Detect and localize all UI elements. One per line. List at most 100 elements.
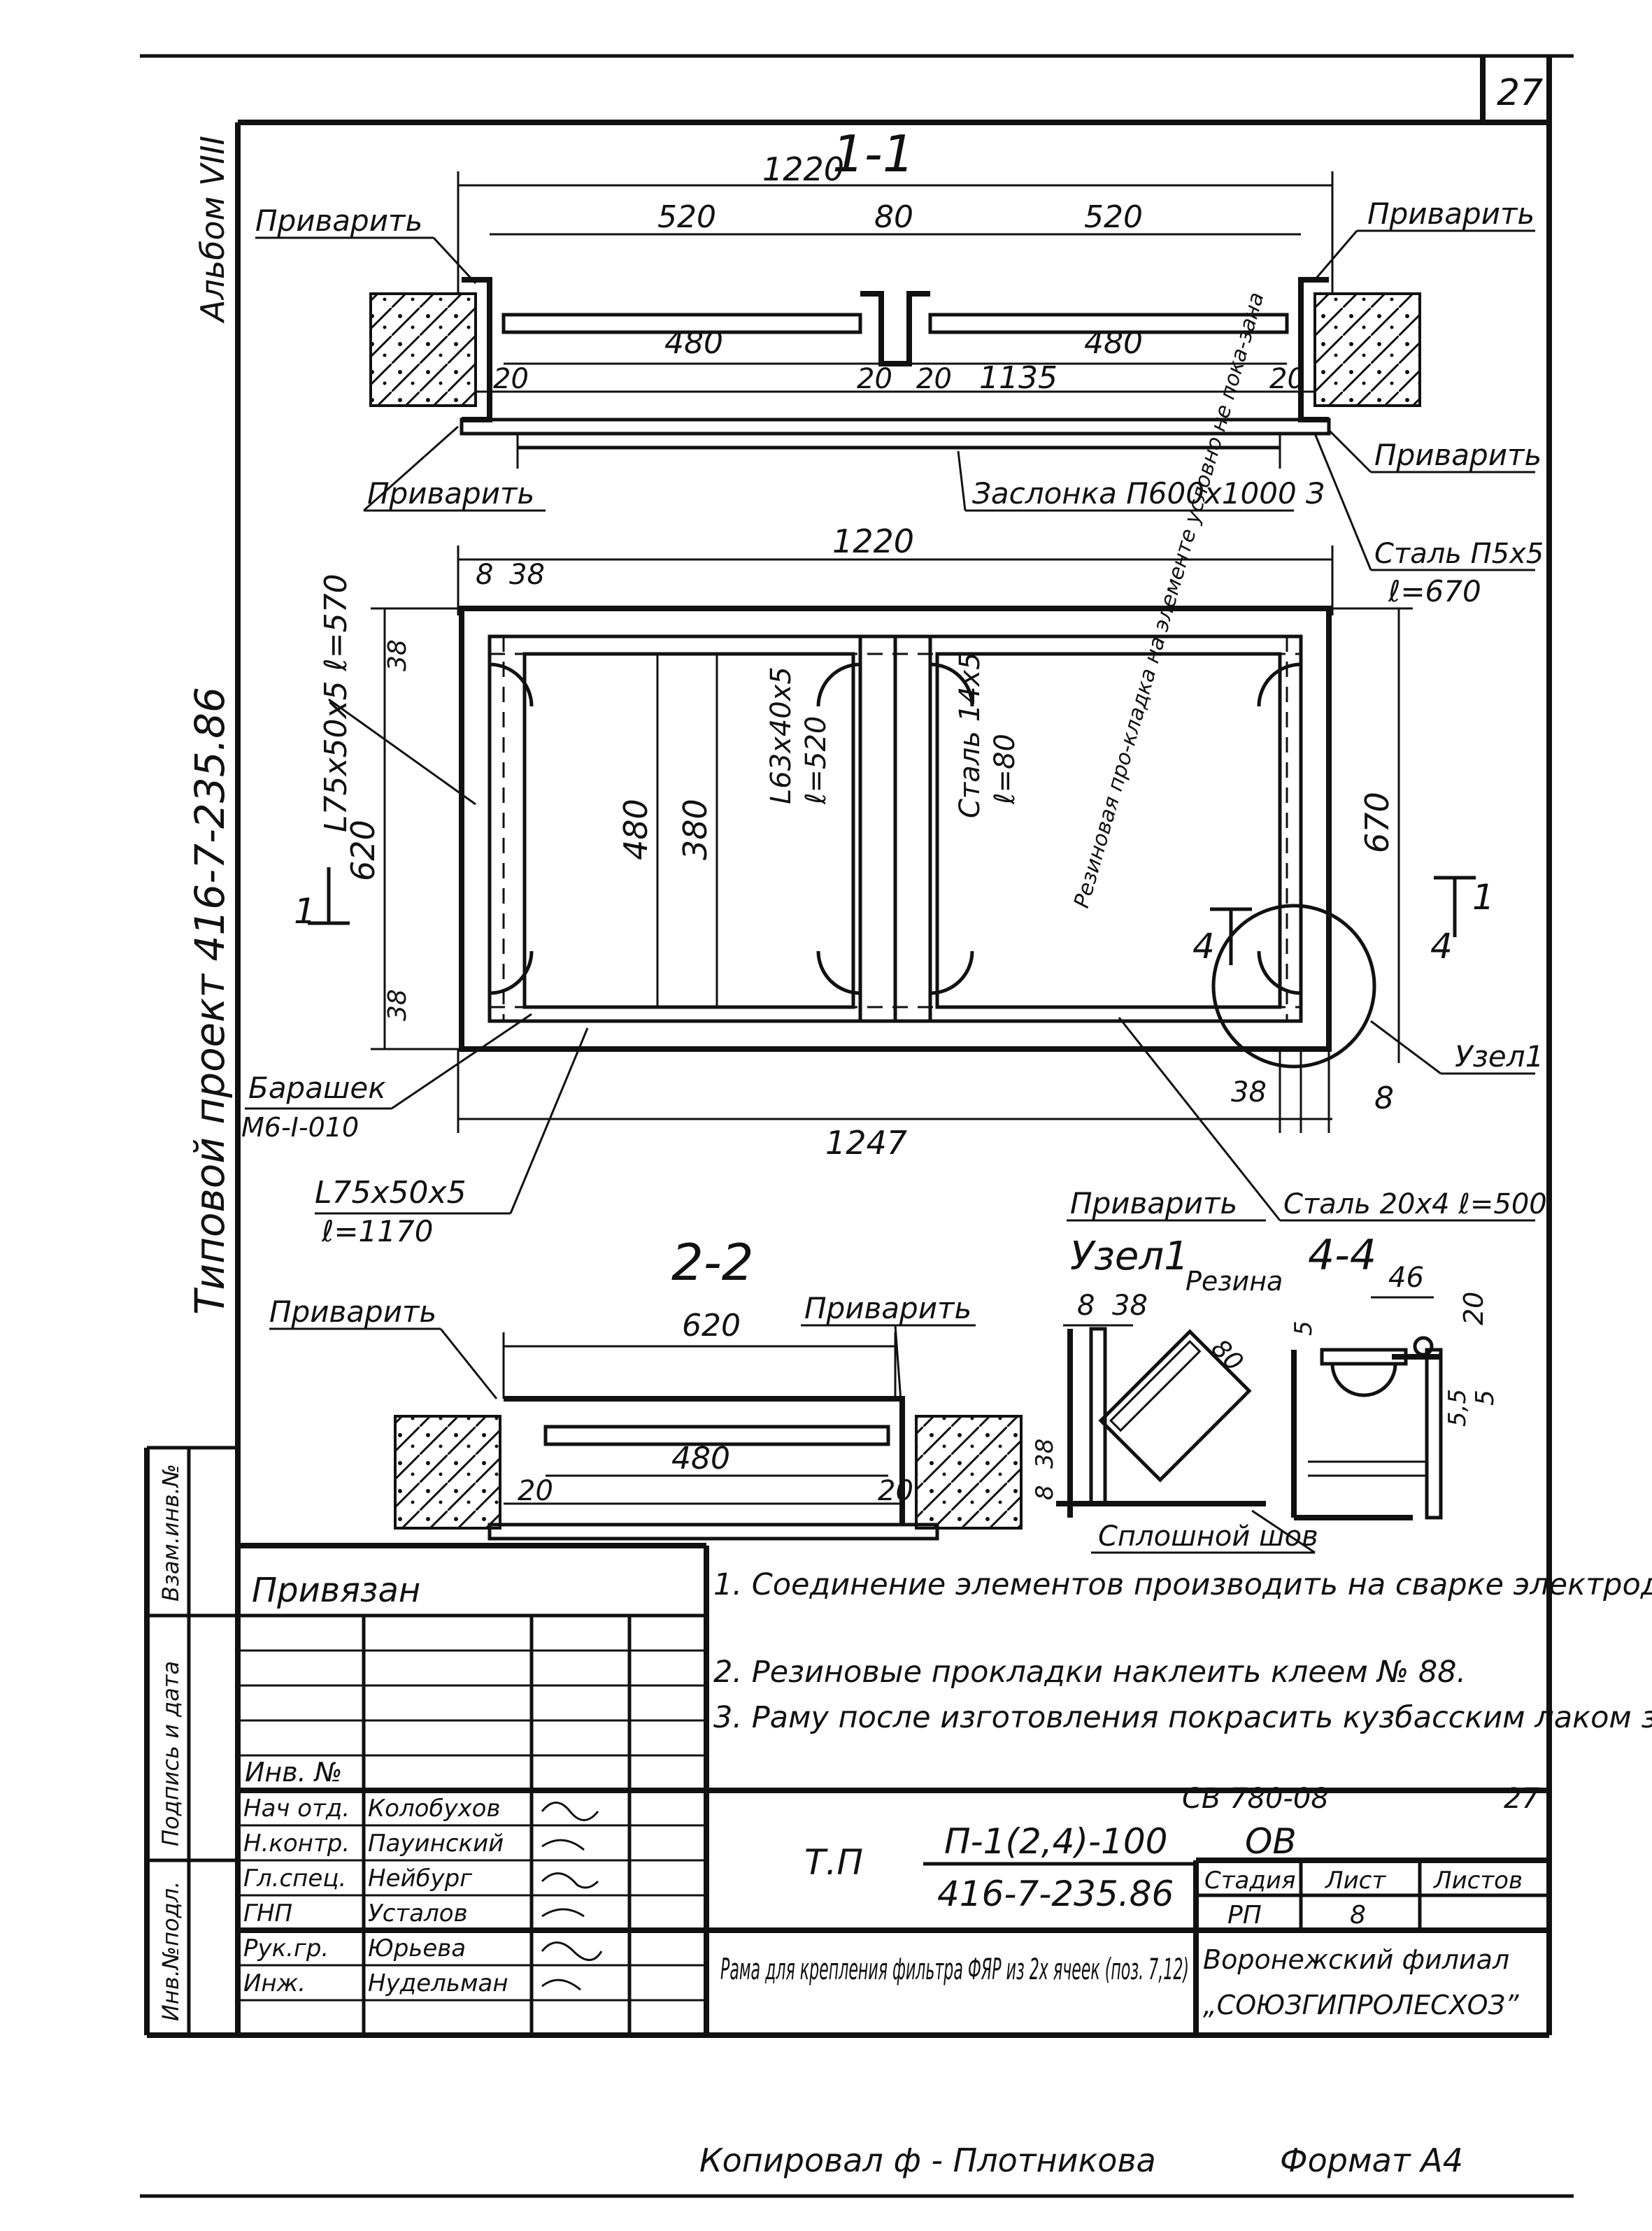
dim-480-right: 480 [1084, 325, 1143, 361]
steel-strip-label: Сталь 14х5 [954, 652, 986, 818]
wingnut-label: Барашек [248, 1071, 386, 1105]
designation-prefix: Т.П [804, 1842, 863, 1883]
svg-text:Резиновая про-кладка на элемен: Резиновая про-кладка на элементе условно… [1069, 290, 1269, 911]
cut-4-b: 4 [1430, 926, 1453, 967]
dim-20-2-2-a: 20 [518, 1475, 553, 1507]
footer-copied: Копировал ф - Плотникова [699, 2141, 1156, 2179]
org-line-2: „СОЮЗГИПРОЛЕСХОЗ” [1203, 1990, 1519, 2020]
node-1-dim-38: 38 [1112, 1290, 1148, 1322]
designation-suffix: ОВ [1245, 1821, 1297, 1862]
role-5: Рук.гр. [243, 1934, 329, 1962]
role-6: Инж. [243, 1969, 306, 1997]
svg-text:Рама для крепления фильтра ФЯР: Рама для крепления фильтра ФЯР из 2х яче… [720, 1952, 1189, 1986]
sheet-value: 8 [1350, 1901, 1366, 1930]
name-4: Усталов [368, 1899, 468, 1927]
footer-format: Формат А4 [1280, 2141, 1463, 2179]
stage-header: Стадия [1204, 1867, 1295, 1895]
name-1: Колобухов [368, 1795, 501, 1823]
sheet-frame [140, 54, 1574, 2198]
dim-20-d: 20 [1269, 363, 1305, 395]
weld-callout-plan: Приварить [1070, 1186, 1237, 1220]
weld-2-2-left: Приварить [269, 1295, 436, 1329]
cut-1-right: 1 [1472, 877, 1495, 918]
dim-80: 80 [874, 199, 913, 235]
name-5: Юрьева [368, 1934, 466, 1962]
dim-20-2-2-b: 20 [878, 1475, 913, 1507]
drawing-title: Рама для крепления фильтра ФЯР из 2х яче… [720, 1952, 1189, 1986]
dim-8-bottom: 8 [1374, 1081, 1394, 1116]
side-strip-sign: Подпись и дата [157, 1661, 184, 1846]
dim-520-left: 520 [657, 199, 716, 235]
bound-label: Привязан [252, 1571, 420, 1610]
weld-callout-tl: Приварить [255, 204, 422, 238]
node-1-circle [1211, 904, 1376, 1069]
dim-520-right: 520 [1084, 199, 1143, 235]
dim-8-plan: 8 [476, 559, 493, 591]
section-2-2: 2-2 Приварить Приварить 620 480 20 20 [269, 1233, 1023, 1541]
role-4: ГНП [243, 1899, 292, 1927]
note-3: 3. Раму после изготовления покрасить куз… [713, 1700, 1652, 1735]
node-1-dim-38-vert: 38 [1031, 1439, 1059, 1469]
dim-480-2-2: 480 [671, 1441, 730, 1476]
note-1: 1. Соединение элементов производить на с… [713, 1567, 1652, 1602]
section-4-4: 4-4 46 20 5 5 5,5 [1290, 1231, 1500, 1520]
dim-1135: 1135 [979, 360, 1058, 396]
section-1-1-title: 1-1 [832, 124, 915, 183]
name-2: Пауинский [368, 1830, 504, 1858]
node-1-label-plan: Узел1 [1455, 1039, 1544, 1074]
project-label: Типовой проект 416-7-235.86 [186, 687, 234, 1315]
sheet-header: Лист [1324, 1867, 1386, 1895]
weld-2-2-right: Приварить [804, 1291, 971, 1325]
dim-620-plan: 620 [344, 820, 382, 881]
wall-left-1-1 [369, 292, 477, 407]
section-4-4-title: 4-4 [1308, 1231, 1376, 1280]
weld-callout-tr: Приварить [1367, 197, 1534, 231]
wingnut-code: М6-I-010 [241, 1112, 359, 1143]
dim-20-4-4: 20 [1458, 1292, 1489, 1325]
dim-380-plan: 380 [676, 799, 714, 860]
org-line-1: Воронежский филиал [1203, 1944, 1509, 1975]
stamp-code: СВ 780-08 [1182, 1783, 1329, 1815]
stamp-sheet: 27 [1504, 1783, 1539, 1815]
dim-38-vert-top: 38 [383, 639, 412, 671]
angle-l75-label: L75х50х5 ℓ=570 [318, 573, 354, 832]
wall-right-1-1 [1313, 292, 1421, 407]
steel-strip-len: ℓ=80 [989, 734, 1021, 805]
side-strip-inv: Инв.№подл. [157, 1881, 184, 2021]
steel-20x4-label: Сталь 20х4 ℓ=500 [1283, 1188, 1547, 1220]
wall-left-2-2 [394, 1415, 501, 1530]
notes-block: 1. Соединение элементов производить на с… [713, 1567, 1652, 1815]
title-block: Привязан Инв. № Нач отд. Н.контр. Гл.спе… [238, 1543, 1549, 2035]
node-1-detail: Узел1 8 38 Резина 80 38 8 Сплошной шов [1031, 1234, 1318, 1554]
cut-1-left: 1 [294, 891, 316, 932]
bottom-angle-len: ℓ=1170 [321, 1214, 433, 1248]
side-strip: Инв.№подл. Подпись и дата Взам.инв.№ [144, 1446, 238, 2035]
dim-5-4-4-b: 5 [1471, 1390, 1500, 1406]
dim-38-plan: 38 [509, 559, 545, 591]
cut-4-a: 4 [1192, 926, 1215, 967]
role-3: Гл.спец. [243, 1865, 346, 1893]
dim-38-vert-bot: 38 [383, 989, 412, 1021]
name-6: Нудельман [368, 1969, 508, 1997]
node-1-rubber: Резина [1185, 1266, 1283, 1297]
dim-46: 46 [1388, 1262, 1424, 1294]
node-1-weld: Сплошной шов [1098, 1520, 1318, 1553]
dim-20-b: 20 [857, 363, 892, 395]
damper-label: Заслонка П600х1000 З [972, 476, 1325, 511]
steel-label-tr: Сталь П5х5 [1374, 538, 1544, 570]
dim-1220-plan: 1220 [832, 522, 914, 560]
dim-480-left: 480 [664, 325, 723, 361]
node-1-dim-8: 8 [1077, 1290, 1095, 1322]
node-1-dim-8-vert: 8 [1031, 1485, 1059, 1500]
signatures [541, 1802, 603, 1991]
section-2-2-title: 2-2 [671, 1233, 754, 1292]
dim-670-plan: 670 [1358, 792, 1396, 853]
sheet-number: 27 [1497, 72, 1543, 114]
dim-480-plan: 480 [617, 799, 655, 860]
name-3: Нейбург [368, 1865, 473, 1893]
section-1-1: 1-1 1220 520 80 520 480 480 20 20 20 113… [255, 124, 1544, 608]
node-1-title: Узел1 [1070, 1234, 1189, 1279]
role-2: Н.контр. [243, 1830, 350, 1858]
dim-5-4-4-a: 5 [1290, 1320, 1318, 1336]
